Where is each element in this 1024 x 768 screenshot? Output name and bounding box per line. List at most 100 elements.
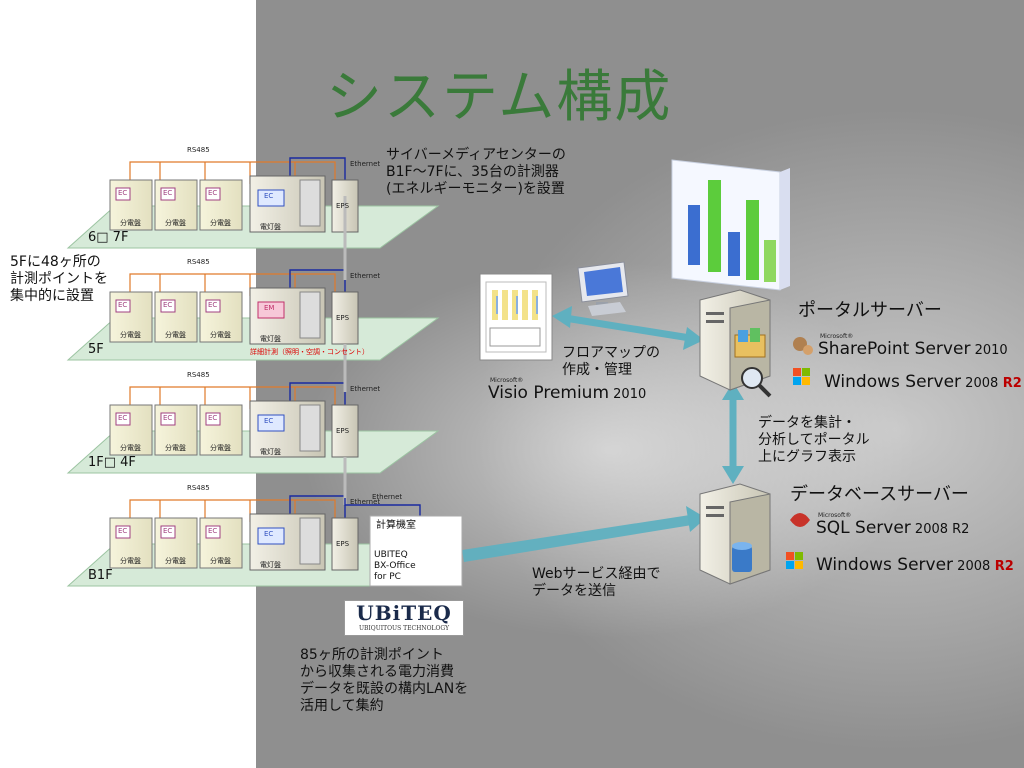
floormap-arrow — [552, 306, 704, 350]
floor-f67-ethernet-label: Ethernet — [350, 160, 381, 168]
floor-f67-cabinet-label-1: 分電盤 — [165, 219, 186, 227]
portal-windows-version: 2008 — [961, 376, 999, 391]
floor-fb1-meter-0 — [115, 525, 131, 539]
sharepoint-logo: SharePoint Server 2010 — [818, 339, 1008, 359]
floor-f14-cabinet-label-1: 分電盤 — [165, 444, 186, 452]
note-bottom: 85ヶ所の計測ポイント から収集される電力消費 データを既設の構内LANを 活用… — [300, 647, 469, 714]
floor-f14-meter-label-2: EC — [208, 414, 218, 422]
floor-f67-rs485-bus — [129, 161, 336, 188]
floor-f5-meter-label-0: EC — [118, 301, 128, 309]
floor-f5-rs485-label: RS485 — [187, 258, 210, 266]
aggregate-arrow — [722, 382, 744, 484]
note-webservice: Webサービス経由で データを送信 — [532, 566, 661, 599]
floor-map-thumbnail — [479, 273, 553, 361]
visio-name: Visio — [488, 383, 528, 403]
b1f-ethernet-2-label: Ethernet — [372, 493, 403, 501]
floor-f14-label: 1F□ 4F — [88, 455, 136, 470]
computer-room-frame — [369, 515, 463, 587]
floor-f5-panel-meter — [257, 301, 285, 319]
floor-f67-eps-label: EPS — [336, 202, 350, 210]
floor-fb1-eps-label: EPS — [336, 540, 350, 548]
floor-fb1-panel-label: 電灯盤 — [260, 561, 281, 569]
floor-fb1-meter-2 — [205, 525, 221, 539]
floor-f5-panel-rack — [299, 291, 321, 339]
floor-fb1-meter-label-0: EC — [118, 527, 128, 535]
note-aggregate: データを集計・ 分析してポータル 上にグラフ表示 — [758, 415, 870, 465]
floor-f5-meter-0 — [115, 299, 131, 313]
floor-f14-ethernet-line — [289, 382, 346, 409]
floor-fb1-ethernet-label: Ethernet — [350, 498, 381, 506]
floor-f14-rs485-bus — [129, 386, 336, 413]
floor-f5-eps — [331, 291, 359, 345]
note-floormap: フロアマップの 作成・管理 — [562, 345, 660, 378]
floor-f67-panel-rack — [299, 179, 321, 227]
floor-f14-meter-label-1: EC — [163, 414, 173, 422]
database-server-icon — [699, 483, 771, 585]
floor-f14-eps-label: EPS — [336, 427, 350, 435]
floor-f5-meter-1 — [160, 299, 176, 313]
floor-f67-meter-2 — [205, 187, 221, 201]
ubiteq-logo: UBiTEQ UBIQUITOUS TECHNOLOGY — [344, 600, 464, 636]
floor-f14-meter-2 — [205, 412, 221, 426]
floor-f67-panel-label: 電灯盤 — [260, 223, 281, 231]
floor-f5-panel-label: 電灯盤 — [260, 335, 281, 343]
note-left: 5Fに48ヶ所の 計測ポイントを 集中的に設置 — [10, 254, 108, 304]
windows-logo-icon-2 — [786, 552, 803, 569]
floor-f5-label: 5F — [88, 342, 104, 357]
floor-f67-rs485-label: RS485 — [187, 146, 210, 154]
sharepoint-version: 2010 — [970, 343, 1008, 358]
floor-f14-panel-meter — [257, 414, 285, 432]
windows-logo-icon — [793, 368, 810, 385]
floor-f67-meter-label-1: EC — [163, 189, 173, 197]
floor-f67-ethernet-line — [289, 157, 346, 184]
ubiteq-logo-sub: UBIQUITOUS TECHNOLOGY — [358, 625, 450, 632]
floor-f14-meter-1 — [160, 412, 176, 426]
floor-fb1-cabinet-label-0: 分電盤 — [120, 557, 141, 565]
floor-f14-ethernet-label: Ethernet — [350, 385, 381, 393]
ubiteq-logo-main: UBiTEQ — [356, 601, 452, 625]
ubiteq-box-label: UBITEQ BX-Office for PC — [374, 550, 416, 582]
visio-suffix: Premium — [527, 383, 610, 403]
floor-f67-panel-meter — [257, 189, 285, 207]
floor-f67-meter-1 — [160, 187, 176, 201]
floor-f14-panel-meter-label: EC — [264, 417, 274, 425]
floor-f5-cabinet-label-0: 分電盤 — [120, 331, 141, 339]
floor-f67-panel-meter-label: EC — [264, 192, 274, 200]
floor-f67-label: 6□ 7F — [88, 230, 129, 245]
floor-f5-extra-label: 詳細計測（照明・空調・コンセント） — [250, 348, 369, 356]
floor-f5-rs485-bus — [129, 273, 336, 300]
floor-fb1-cabinet-label-1: 分電盤 — [165, 557, 186, 565]
left-panel — [0, 0, 256, 768]
db-windows-version: 2008 — [953, 559, 991, 574]
floor-f5-meter-label-2: EC — [208, 301, 218, 309]
db-windows-name: Windows Server — [816, 555, 954, 575]
computer-room-label: 計算機室 — [376, 520, 416, 531]
sql-name: SQL Server — [816, 518, 911, 538]
floor-f14-meter-0 — [115, 412, 131, 426]
floor-f67-meter-label-0: EC — [118, 189, 128, 197]
floor-f67-meter-label-2: EC — [208, 189, 218, 197]
floor-f14-cabinet-label-0: 分電盤 — [120, 444, 141, 452]
floor-f5-meter-2 — [205, 299, 221, 313]
slide-title: システム構成 — [326, 65, 673, 130]
floor-fb1-ethernet-line — [289, 495, 346, 522]
portal-server-icon — [699, 289, 772, 398]
sql-server-logo-icon — [790, 513, 810, 527]
floor-fb1-eps — [331, 517, 359, 571]
floor-f5-ethernet-line — [289, 269, 346, 296]
sharepoint-suffix: Server — [909, 339, 971, 359]
floor-f5-cabinet-label-2: 分電盤 — [210, 331, 231, 339]
floor-f14-cabinet-2 — [199, 404, 243, 456]
floor-fb1-meter-1 — [160, 525, 176, 539]
sql-ms-label: Microsoft® — [818, 512, 852, 519]
floor-f5-cabinet-label-1: 分電盤 — [165, 331, 186, 339]
visio-logo: Visio Premium 2010 — [488, 383, 646, 403]
floor-f5-ethernet-label: Ethernet — [350, 272, 381, 280]
portal-server-title: ポータルサーバー — [798, 300, 942, 321]
workstation-icon — [577, 261, 629, 316]
floor-f67-meter-0 — [115, 187, 131, 201]
floor-fb1-label: B1F — [88, 568, 113, 583]
floor-fb1-cabinet-label-2: 分電盤 — [210, 557, 231, 565]
floor-f5-panel-meter-label: EM — [264, 304, 275, 312]
